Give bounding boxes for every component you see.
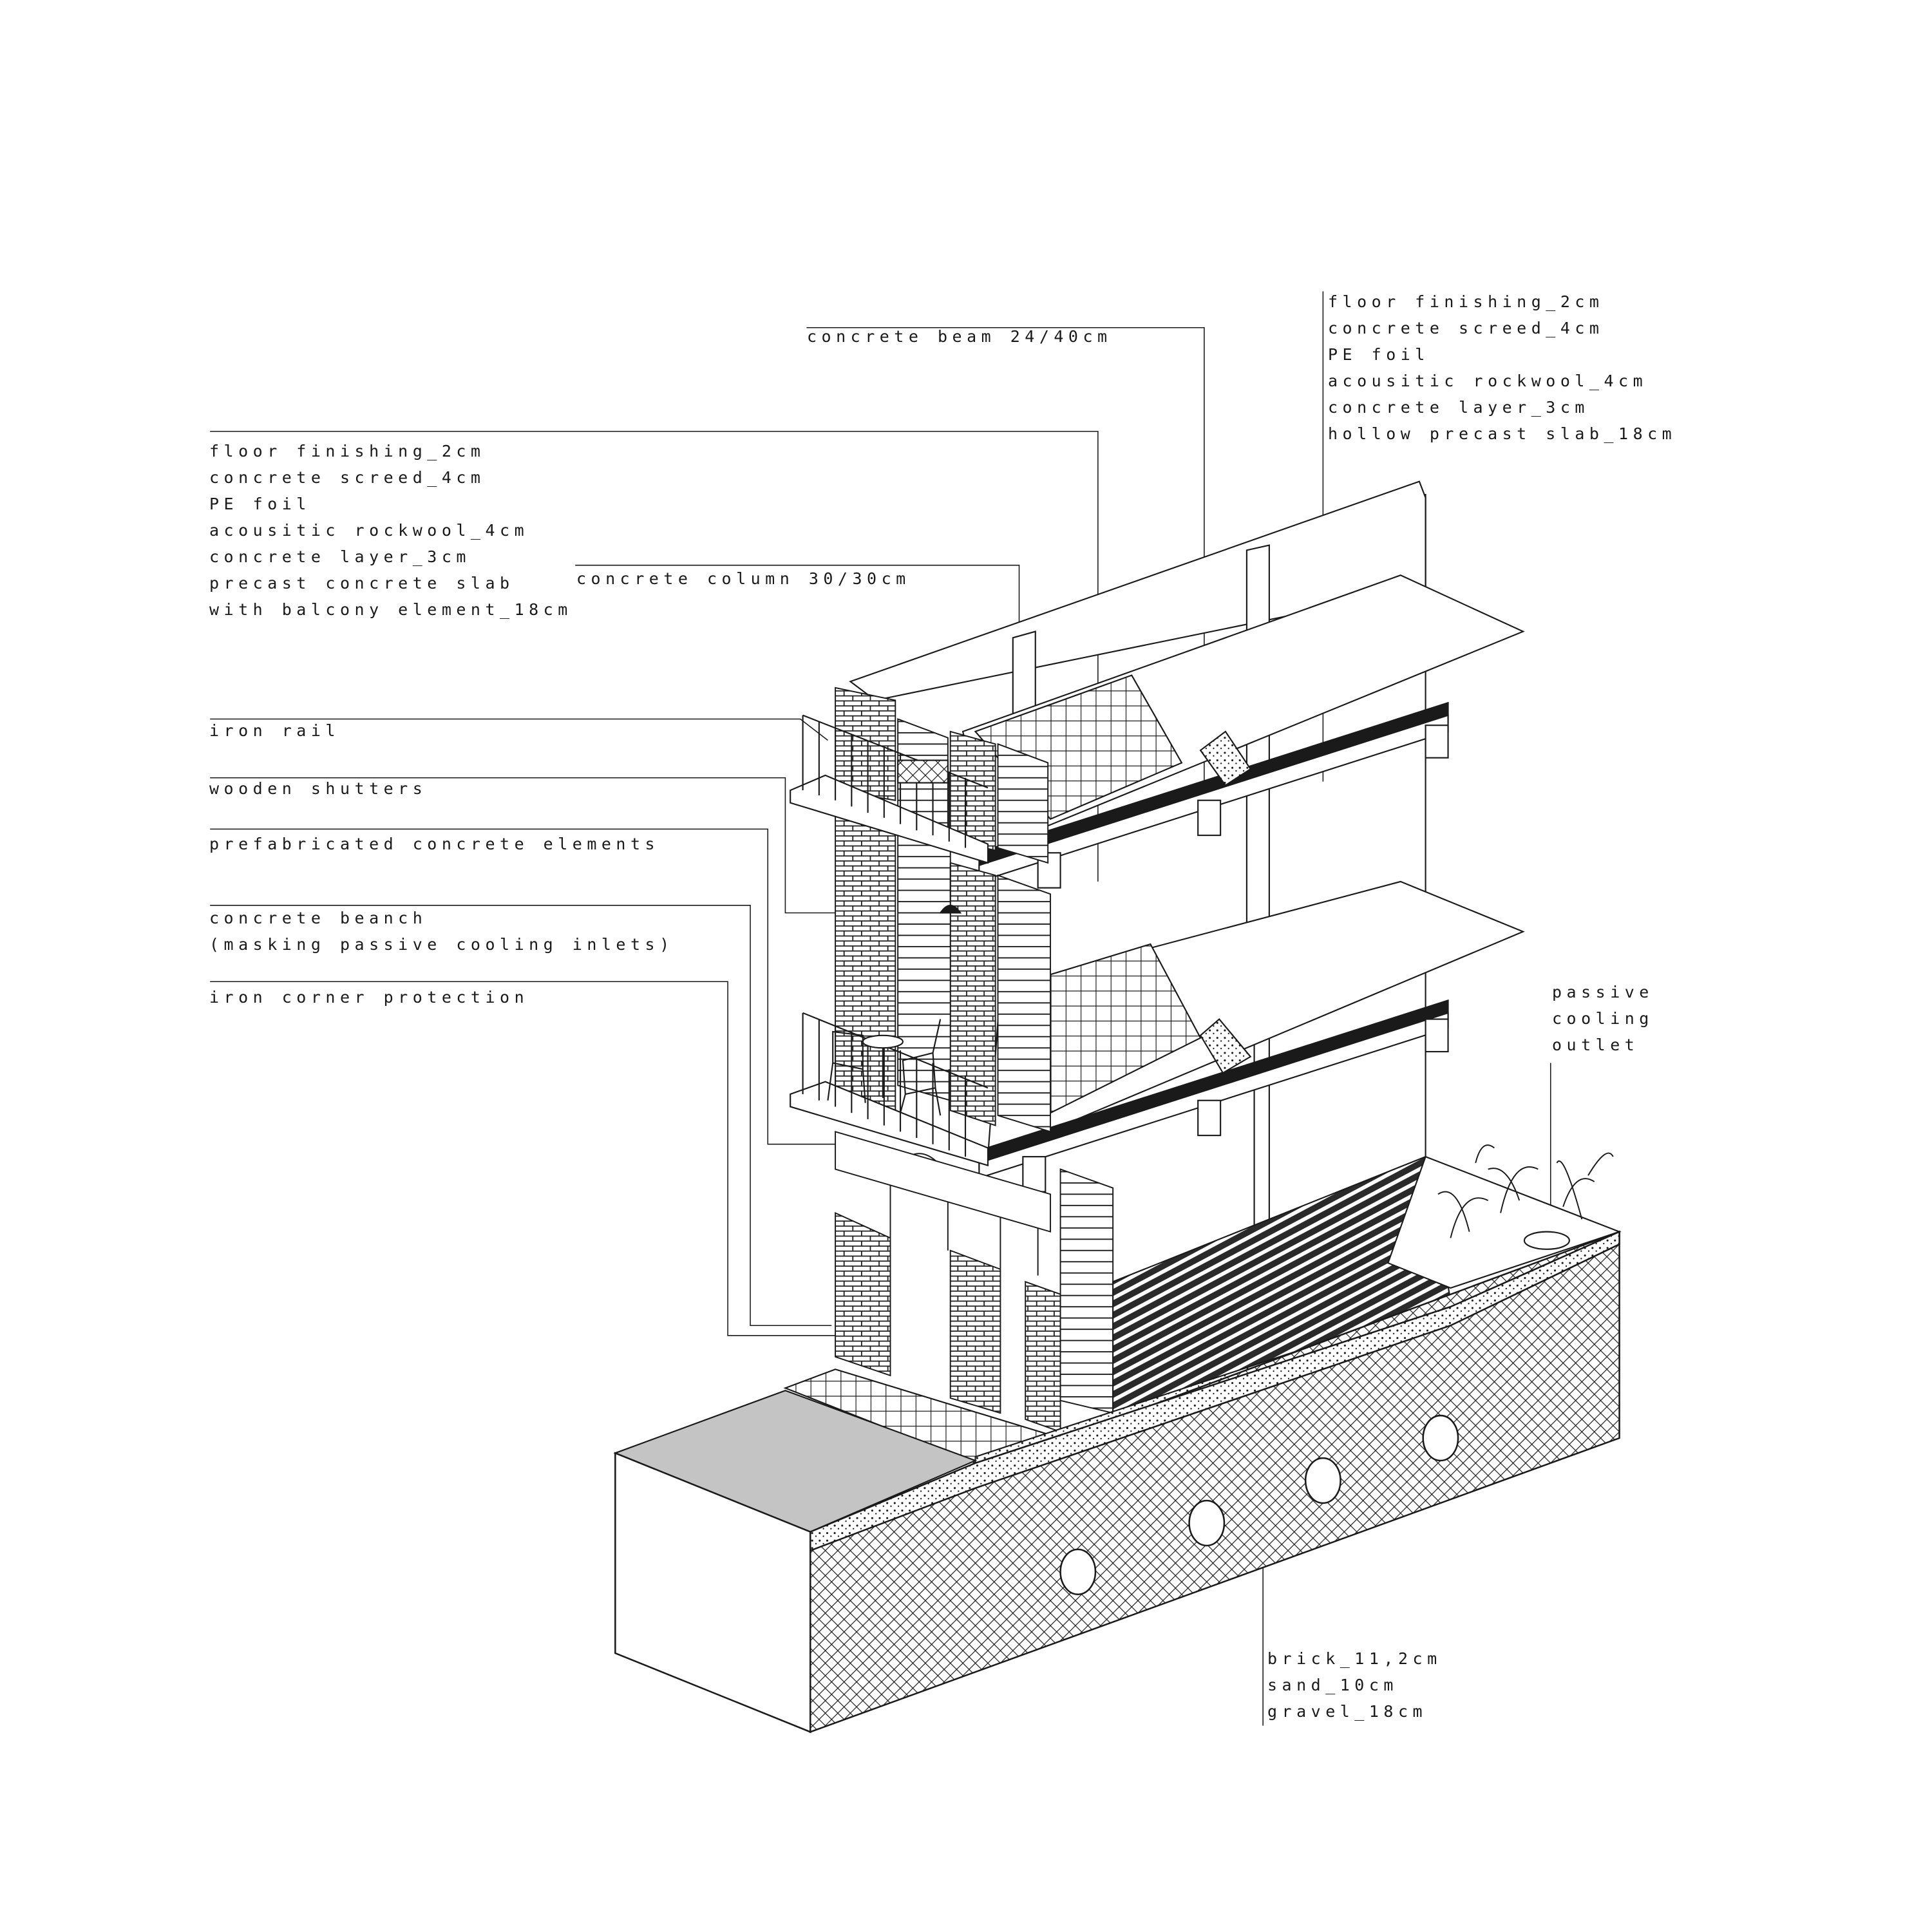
leader-concrete-bench	[210, 905, 832, 1327]
lower-beam-1	[1022, 1156, 1046, 1193]
ground-brick-left	[835, 1211, 891, 1377]
lamp-shade	[939, 904, 962, 914]
cooling-duct-1	[1059, 1548, 1097, 1595]
upper-insulation	[1199, 730, 1252, 786]
lower-floor-slab	[978, 880, 1525, 1193]
bistro-chair-right	[900, 1019, 942, 1116]
block-section-face	[809, 1230, 1620, 1734]
label-concrete-column: concrete column 30/30cm	[576, 569, 911, 588]
upper-iron-rail	[802, 714, 989, 848]
lower-beam-3	[1425, 1018, 1449, 1053]
lower-beam-2	[1197, 1099, 1222, 1137]
facade-brick-pier	[949, 862, 996, 1126]
lower-iron-rail	[802, 1012, 989, 1157]
floor-slab-right-line: hollow precast slab_18cm	[1328, 424, 1677, 443]
facade-brick-upper	[835, 799, 896, 1133]
floor-slab-right-line: PE foil	[1328, 345, 1430, 364]
prefab-lintel	[835, 1130, 1052, 1233]
floor-slab-right-line: concrete screed_4cm	[1328, 319, 1604, 337]
ground-section-block	[614, 1230, 1620, 1734]
label-concrete-bench: concrete beanch (masking passive cooling…	[209, 905, 674, 958]
ground-layers-line: brick_11,2cm	[1267, 1649, 1442, 1668]
sand-layer	[809, 1230, 1620, 1552]
arched-door	[1059, 1168, 1114, 1414]
upper-beam-3	[1425, 724, 1449, 759]
floor-slab-left-line: concrete screed_4cm	[209, 468, 486, 487]
floor-slab-left-line: acousitic rockwool_4cm	[209, 521, 529, 540]
concrete-column-right	[1245, 544, 1270, 949]
leader-prefab-elements	[210, 828, 848, 1145]
leader-iron-corner	[210, 981, 836, 1336]
bistro-table	[862, 1034, 904, 1049]
floor-slab-left-line: precast concrete slab	[209, 574, 515, 592]
shutter-right	[997, 874, 1052, 1133]
ground-brick-mid	[949, 1249, 1001, 1414]
passive-cooling-line: passive	[1552, 983, 1654, 1001]
facade	[835, 687, 1114, 1433]
label-floor-slab-left: floor finishing_2cm concrete screed_4cm …	[209, 438, 573, 623]
leader-concrete-beam	[806, 327, 1205, 800]
label-iron-corner: iron corner protection	[209, 988, 529, 1007]
ground-layers-line: gravel_18cm	[1267, 1702, 1428, 1721]
label-ground-layers: brick_11,2cm sand_10cm gravel_18cm	[1267, 1645, 1442, 1725]
bistro-chair-left	[827, 1030, 866, 1103]
floor-slab-right-line: floor finishing_2cm	[1328, 292, 1604, 311]
label-floor-slab-right: floor finishing_2cm concrete screed_4cm …	[1328, 289, 1676, 447]
passive-cooling-line: cooling	[1552, 1009, 1654, 1028]
label-iron-rail: iron rail	[209, 721, 340, 740]
label-wooden-shutters: wooden shutters	[209, 779, 428, 798]
floor-slab-right-line: concrete layer_3cm	[1328, 398, 1589, 417]
floor-slab-right-line: acousitic rockwool_4cm	[1328, 372, 1648, 390]
label-concrete-beam: concrete beam 24/40cm	[807, 327, 1112, 346]
concrete-bench-line: concrete beanch	[209, 909, 428, 927]
upper-planter	[897, 759, 949, 784]
floor-slab-left-line: with balcony element_18cm	[209, 600, 573, 619]
ground-brick-right	[1025, 1280, 1061, 1433]
ground-layers-line: sand_10cm	[1267, 1676, 1398, 1694]
balconies	[790, 714, 989, 1167]
floor-slab-left-line: concrete layer_3cm	[209, 547, 471, 566]
floor-slab-left-line: PE foil	[209, 495, 311, 513]
leader-wooden-shutters	[210, 777, 836, 914]
floor-slab-left-line: floor finishing_2cm	[209, 442, 486, 460]
upper-beam-2	[1197, 799, 1222, 837]
passive-cooling-line: outlet	[1552, 1036, 1640, 1054]
top-brick-pier-right	[949, 730, 996, 851]
concrete-bench-line: (masking passive cooling inlets)	[209, 935, 674, 954]
cooling-duct-4	[1422, 1414, 1459, 1462]
cooling-duct-3	[1304, 1457, 1341, 1504]
planting-bed	[1387, 1155, 1622, 1289]
cooling-duct-2	[1188, 1499, 1226, 1547]
lower-insulation	[1199, 1018, 1252, 1074]
label-passive-cooling: passive cooling outlet	[1552, 979, 1654, 1058]
label-prefab-elements: prefabricated concrete elements	[209, 835, 660, 853]
top-shutter-right	[997, 743, 1049, 864]
plants	[1437, 1144, 1614, 1238]
passive-cooling-outlet-cap	[1523, 1231, 1570, 1250]
